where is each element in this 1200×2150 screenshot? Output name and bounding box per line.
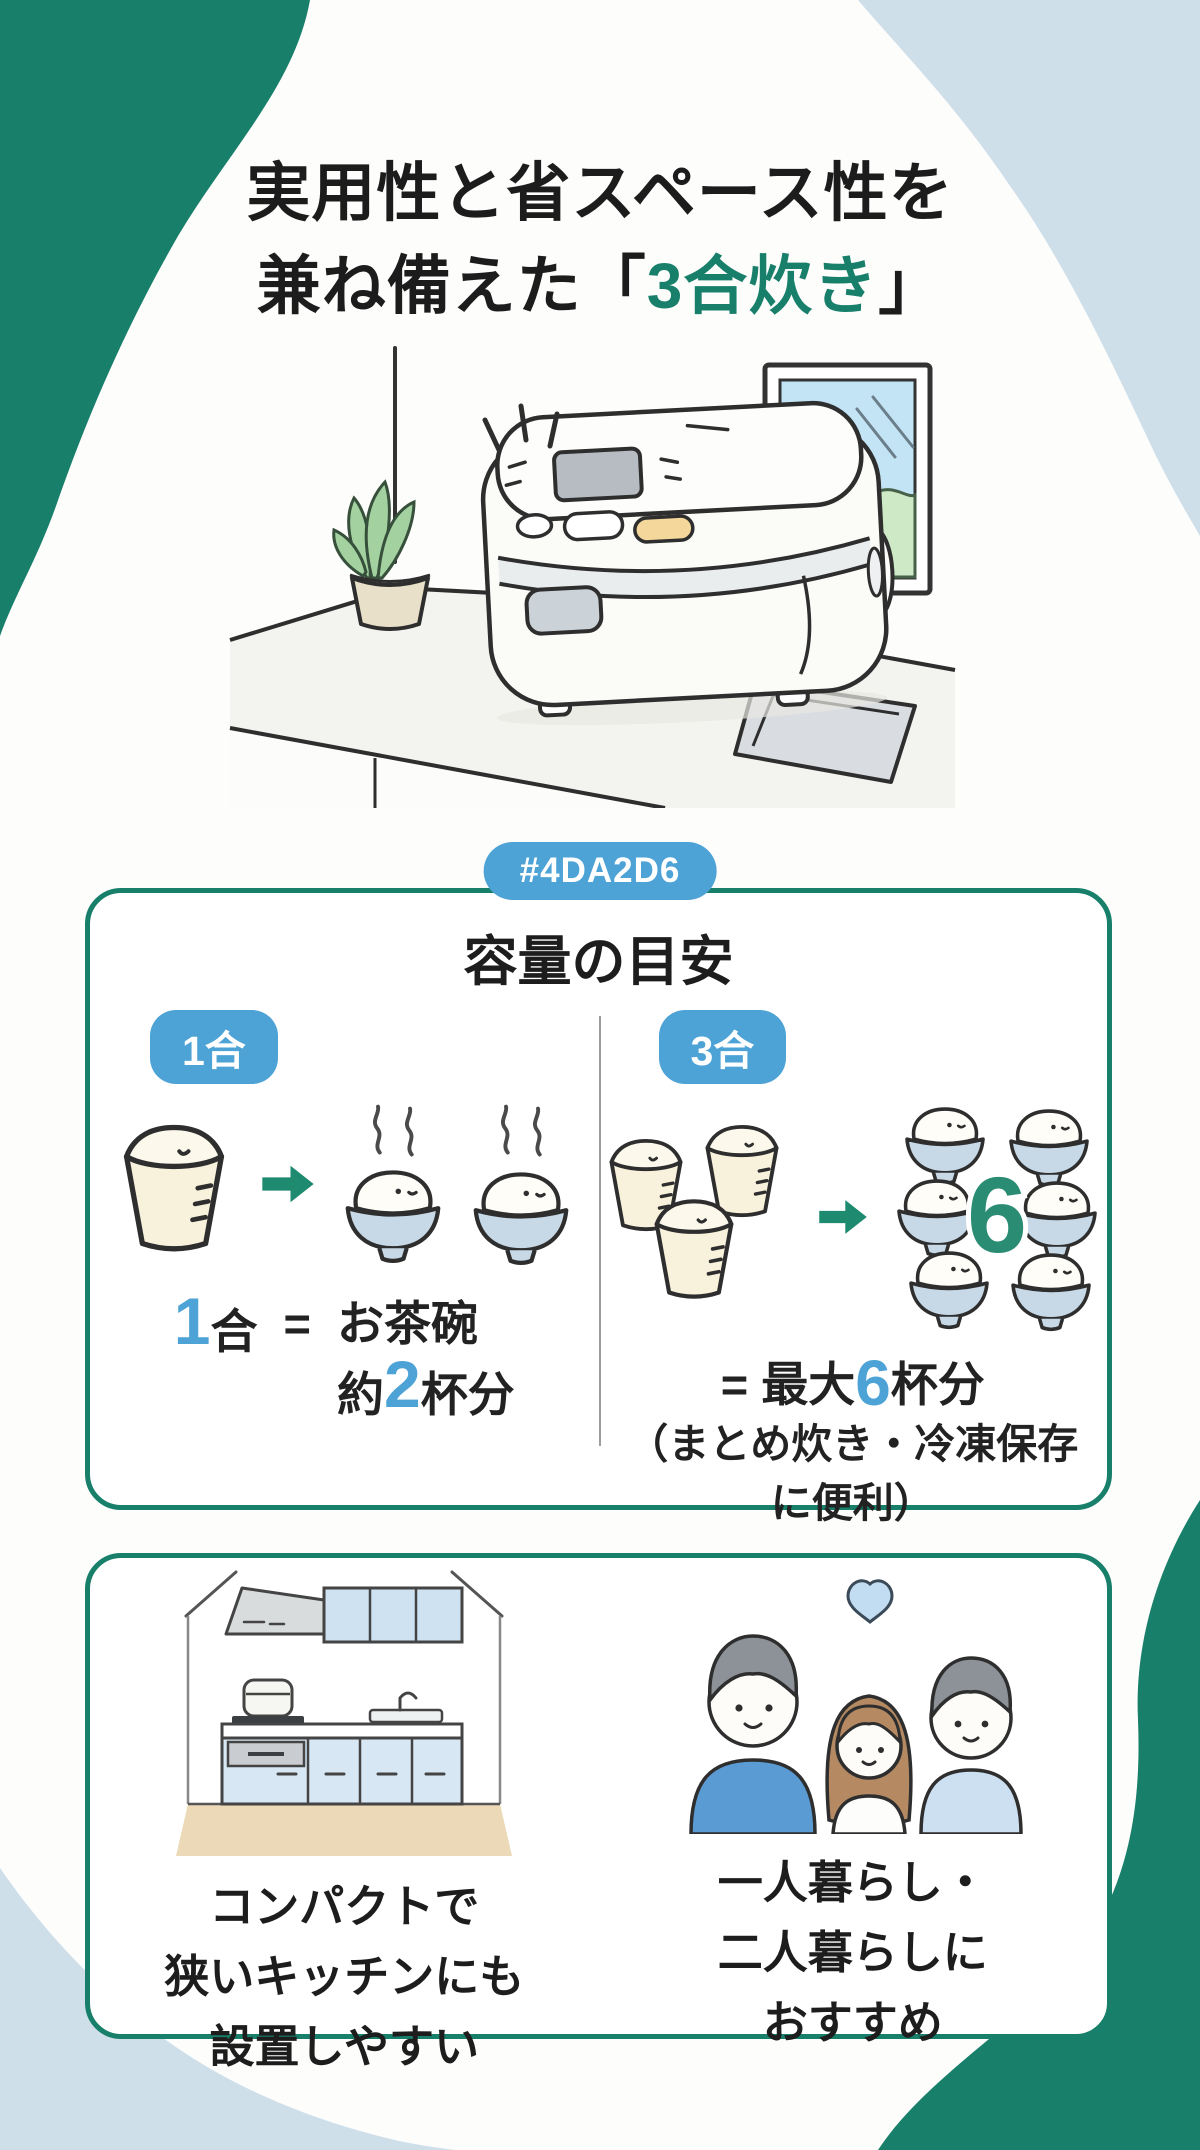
column-divider xyxy=(598,1016,601,1446)
six-bowls-icon: 6 xyxy=(896,1107,1097,1332)
title-line2-pre: 兼ね備えた「 xyxy=(256,249,647,322)
note-line2: に便利） xyxy=(770,1480,935,1527)
equation-1go: 1合 = お茶碗 約2杯分 xyxy=(174,1288,515,1427)
eq-approx: 約 xyxy=(336,1368,384,1422)
three-cups-icon xyxy=(609,1124,779,1315)
kitchen-caption: コンパクトで 狭いキッチンにも 設置しやすい xyxy=(164,1872,524,2081)
cooker-start-button xyxy=(633,514,695,544)
capacity-columns: 1合 xyxy=(90,1010,1107,1534)
arrow-right-icon xyxy=(818,1200,867,1234)
eq-number-1: 1 xyxy=(173,1284,211,1358)
person-right xyxy=(918,1656,1023,1834)
eq-unit: 合 xyxy=(210,1305,258,1358)
illustration-1go xyxy=(105,1102,583,1266)
overlay-number-6: 6 xyxy=(967,1154,1027,1275)
household-caption-line2: 二人暮らしに xyxy=(717,1926,988,1978)
blob-bottom-left xyxy=(0,1868,456,2150)
sparkle-lines xyxy=(482,403,560,453)
kitchen-caption-line1: コンパクトで xyxy=(209,1881,480,1932)
people-illustration xyxy=(688,1579,1023,1834)
potted-plant xyxy=(332,479,431,631)
pill-1go: 1合 xyxy=(150,1010,278,1084)
pill-3go: 3合 xyxy=(658,1010,787,1084)
blob-top-left xyxy=(0,0,310,636)
blob-bottom-right xyxy=(878,1500,1200,2150)
household-caption: 一人暮らし・ 二人暮らしに おすすめ xyxy=(718,1848,988,2057)
household-caption-line3: おすすめ xyxy=(762,1996,943,2048)
eq3-number: 6 xyxy=(855,1347,891,1419)
equals-sign: = xyxy=(283,1297,311,1350)
arrow-right-icon xyxy=(262,1165,314,1203)
household-caption-line1: 一人暮らし・ xyxy=(717,1857,988,1908)
title-highlight: 3合炊き xyxy=(646,249,879,322)
equation-3go: = 最大6杯分 （まとめ炊き・冷凍保存 に便利） xyxy=(627,1346,1078,1534)
capacity-column-3go: 3合 xyxy=(599,1010,1108,1534)
heart-icon xyxy=(846,1579,894,1624)
person-middle xyxy=(825,1694,913,1834)
feature-small-household: 一人暮らし・ 二人暮らしに おすすめ xyxy=(599,1558,1108,2048)
capacity-column-1go: 1合 xyxy=(90,1010,599,1534)
blob-top-right xyxy=(858,0,1200,536)
title-line2-post: 」 xyxy=(878,249,944,322)
color-code-badge: #4DA2D6 xyxy=(483,842,717,900)
eq-suffix: 杯分 xyxy=(420,1368,515,1422)
capacity-panel: 容量の目安 1合 xyxy=(85,888,1112,1526)
eq-number-2: 2 xyxy=(383,1347,421,1422)
features-panel: コンパクトで 狭いキッチンにも 設置しやすい xyxy=(85,1553,1112,2072)
title-line1: 実用性と省スペース性を xyxy=(246,156,954,229)
note-line1: （まとめ炊き・冷凍保存 xyxy=(627,1421,1079,1467)
kitchen-illustration xyxy=(176,1570,513,1856)
two-bowls-icon xyxy=(331,1102,583,1266)
mini-rice-cooker xyxy=(242,1678,294,1718)
feature-compact-kitchen: コンパクトで 狭いキッチンにも 設置しやすい xyxy=(90,1558,599,2072)
eq3-pre: = 最大 xyxy=(720,1358,856,1411)
eq-line1: お茶碗 xyxy=(336,1297,478,1350)
cooker-latch xyxy=(524,585,604,636)
hero-kitchen-illustration xyxy=(229,346,956,808)
rice-cooker xyxy=(480,400,895,726)
capacity-heading: 容量の目安 xyxy=(463,932,734,992)
person-left xyxy=(688,1634,817,1834)
measuring-cup-icon xyxy=(105,1109,245,1259)
kitchen-caption-line3: 設置しやすい xyxy=(209,2020,480,2072)
illustration-3go: 6 xyxy=(596,1102,1110,1332)
kitchen-caption-line2: 狭いキッチンにも xyxy=(164,1950,525,2002)
page-title: 実用性と省スペース性を 兼ね備えた「3合炊き」 xyxy=(0,147,1200,333)
cooker-display xyxy=(552,446,644,503)
eq3-post: 杯分 xyxy=(890,1358,985,1411)
